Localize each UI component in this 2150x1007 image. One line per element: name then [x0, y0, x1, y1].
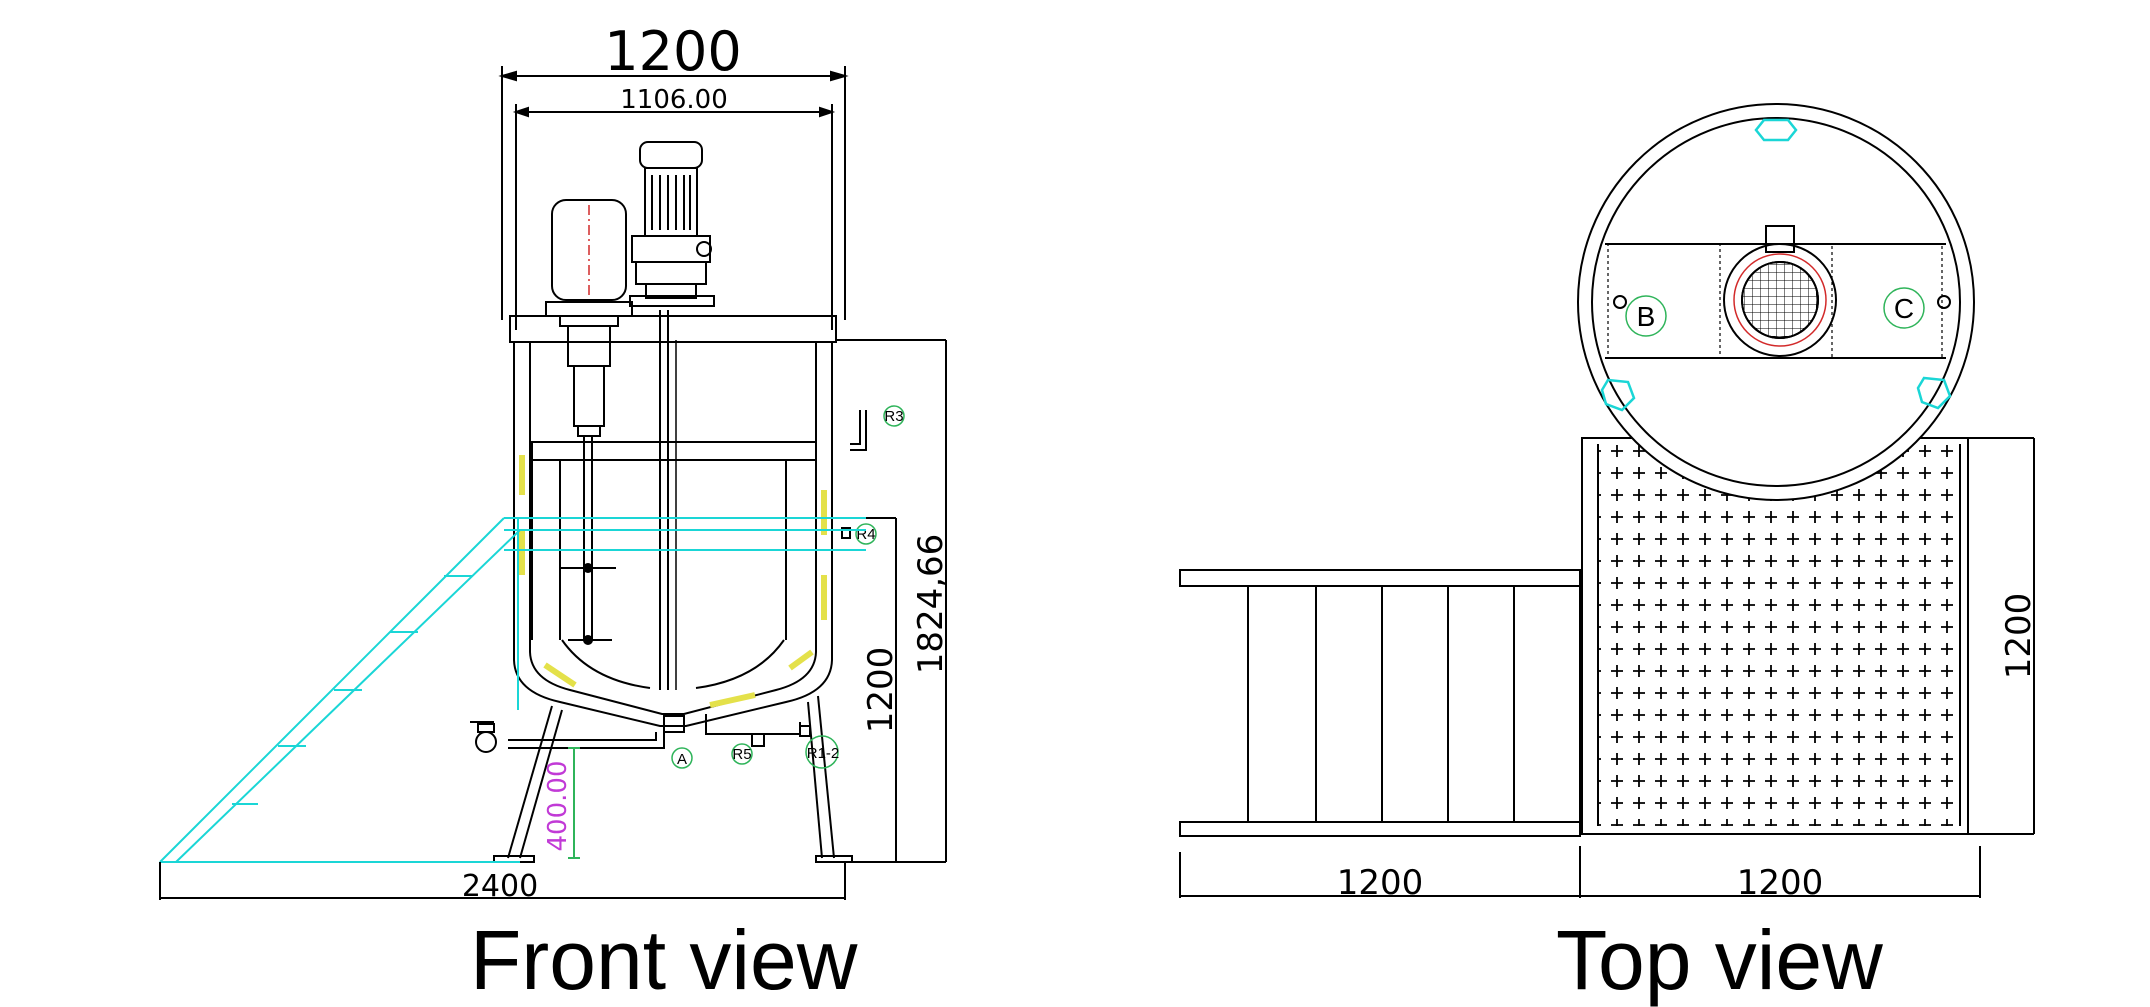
r5-tag: R5: [732, 746, 751, 763]
tank-width-label: 1200: [1737, 863, 1824, 903]
r4-tag: R4: [856, 526, 875, 543]
outlet-height-dimension: [568, 747, 580, 859]
tank-depth-label: 1200: [1999, 593, 2039, 680]
mesh-grating: [1581, 437, 2035, 835]
front-top-dimension: [498, 66, 849, 320]
front-view: 1200 1106.00: [159, 20, 951, 904]
front-top-width-label: 1200: [604, 20, 741, 83]
anchor-agitator: [531, 310, 817, 690]
ladder-length-label: 2400: [462, 869, 538, 904]
tank-jacket-outer: [513, 342, 833, 727]
front-view-caption: Front view: [470, 913, 858, 1007]
platform-width-label: 1200: [1337, 863, 1424, 903]
nozzle-b-tag: B: [1637, 301, 1656, 332]
r3-tag: R3: [884, 408, 903, 425]
outlet-height-label: 400.00: [543, 761, 573, 852]
leg-height-label: 1200: [861, 647, 901, 734]
r3-tag-circle: [883, 405, 905, 427]
top-view-caption: Top view: [1556, 913, 1883, 1007]
total-height-label: 1824,66: [911, 534, 951, 675]
front-inner-width-label: 1106.00: [620, 85, 728, 115]
front-bottom-dimension: [159, 862, 846, 900]
tank-lid: [509, 315, 837, 343]
r3-pipe: [850, 410, 867, 451]
tank-legs: [493, 695, 853, 863]
tank-top-circle: [1577, 103, 1975, 501]
bottom-outlet: [470, 714, 811, 753]
r1-2-tag: R1-2: [807, 745, 840, 762]
jacket-yellow-segments: [519, 455, 827, 708]
ladder: [159, 517, 866, 863]
tank-inner-wall: [529, 342, 817, 715]
left-motor: [545, 199, 633, 437]
right-motor: [629, 141, 715, 307]
nozzle-c-tag: C: [1894, 293, 1914, 324]
platform: [1179, 569, 1581, 837]
outlet-a-tag: A: [677, 751, 687, 768]
front-inner-dimension: [512, 104, 836, 330]
top-bottom-dimensions: [1179, 846, 1981, 898]
top-view: B C 1200 1200 1200: [1179, 103, 2039, 903]
front-right-dimensions: [836, 339, 947, 863]
